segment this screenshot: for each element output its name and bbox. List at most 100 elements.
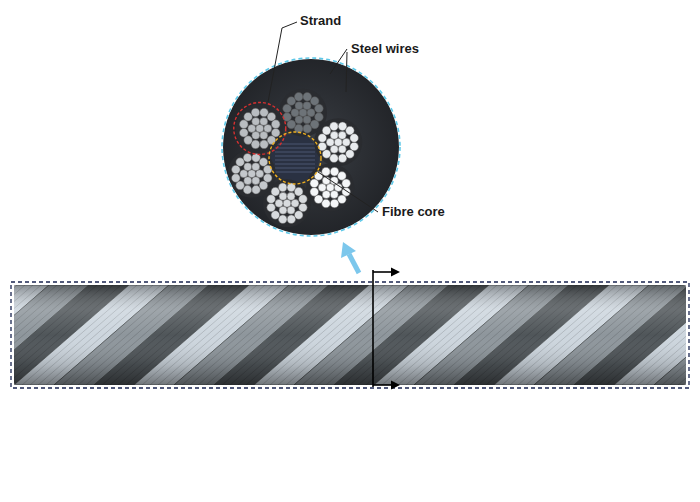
core-texture	[275, 156, 315, 157]
steel-wire	[236, 181, 245, 190]
steel-wire	[315, 113, 324, 122]
steel-wire	[299, 109, 307, 117]
steel-wire	[248, 170, 256, 178]
steel-wire	[283, 113, 292, 122]
section-line	[372, 270, 374, 387]
part-label: Strand	[298, 13, 343, 29]
steel-wire	[342, 138, 350, 146]
steel-wire	[251, 140, 260, 149]
strand	[306, 164, 354, 212]
steel-wire	[271, 187, 280, 196]
steel-wire	[350, 142, 359, 151]
steel-wire	[259, 158, 268, 167]
steel-wire	[330, 154, 339, 163]
steel-wire	[287, 206, 295, 214]
steel-wire	[330, 131, 338, 139]
steel-wire	[275, 199, 283, 207]
steel-wire	[315, 104, 324, 113]
core-texture	[275, 148, 315, 149]
leader-line	[268, 22, 297, 102]
steel-wire	[346, 150, 355, 159]
core-texture	[275, 152, 315, 153]
steel-wire	[287, 215, 296, 224]
steel-wire	[252, 185, 261, 194]
steel-wire	[244, 112, 253, 121]
steel-wire	[291, 109, 299, 117]
steel-wire	[256, 170, 264, 178]
steel-wire	[243, 153, 252, 162]
steel-wire	[318, 142, 327, 151]
steel-wire	[346, 126, 355, 135]
steel-wire	[338, 131, 346, 139]
steel-wire	[260, 140, 269, 149]
steel-wire	[287, 97, 296, 106]
steel-wire	[279, 206, 287, 214]
steel-wire	[330, 122, 339, 131]
steel-wire	[326, 138, 334, 146]
steel-wire	[318, 184, 326, 192]
steel-wire	[294, 92, 303, 101]
steel-wire	[303, 92, 312, 101]
steel-wire	[322, 199, 331, 208]
steel-wire	[326, 184, 334, 192]
steel-wire	[260, 131, 268, 139]
steel-wire	[342, 179, 351, 188]
strand-highlight	[234, 102, 286, 154]
steel-wire	[318, 134, 327, 143]
steel-wire	[334, 138, 342, 146]
steel-wire	[271, 120, 280, 129]
steel-wire	[263, 174, 272, 183]
steel-wire	[256, 124, 264, 132]
steel-wire	[287, 192, 295, 200]
steel-wire	[295, 102, 303, 110]
core-texture	[275, 172, 315, 173]
section-background	[223, 59, 399, 235]
steel-wire	[240, 120, 249, 129]
steel-wire	[267, 112, 276, 121]
steel-wire	[322, 167, 331, 176]
steel-wire	[303, 124, 312, 133]
steel-wire	[338, 122, 347, 131]
steel-wire	[267, 203, 276, 212]
core-texture	[275, 168, 315, 169]
steel-wire	[244, 163, 252, 171]
steel-wire	[322, 150, 331, 159]
section-arrow	[373, 271, 394, 273]
steel-wire	[271, 211, 280, 220]
steel-wire	[283, 104, 292, 113]
steel-wire	[303, 102, 311, 110]
rope-body	[14, 285, 686, 385]
steel-wire	[310, 188, 319, 197]
steel-wire	[307, 109, 315, 117]
leader-line	[318, 172, 378, 212]
steel-wire	[252, 118, 260, 126]
steel-wire	[259, 181, 268, 190]
steel-wire	[232, 165, 241, 174]
section-arrowhead	[391, 268, 400, 277]
steel-wire	[322, 190, 330, 198]
part-label: Steel wires	[349, 41, 421, 57]
steel-wire	[338, 172, 347, 181]
steel-wire	[252, 163, 260, 171]
steel-wire	[299, 195, 308, 204]
pointer-arrow	[349, 254, 359, 273]
core-texture	[275, 160, 315, 161]
steel-wire	[244, 177, 252, 185]
steel-wire	[232, 174, 241, 183]
steel-wire	[338, 154, 347, 163]
steel-wire	[240, 128, 249, 137]
steel-wire	[278, 215, 287, 224]
steel-wire	[252, 177, 260, 185]
steel-wire	[295, 116, 303, 124]
steel-wire	[252, 131, 260, 139]
steel-wire	[314, 195, 323, 204]
pointer-arrowhead	[341, 242, 356, 258]
steel-wire	[267, 195, 276, 204]
steel-wire	[310, 179, 319, 188]
cross-section	[228, 89, 362, 228]
steel-wire	[322, 126, 331, 135]
steel-wire	[294, 211, 303, 220]
part-label: Fibre core	[380, 204, 447, 220]
steel-wire	[260, 118, 268, 126]
leader-line	[330, 49, 347, 74]
